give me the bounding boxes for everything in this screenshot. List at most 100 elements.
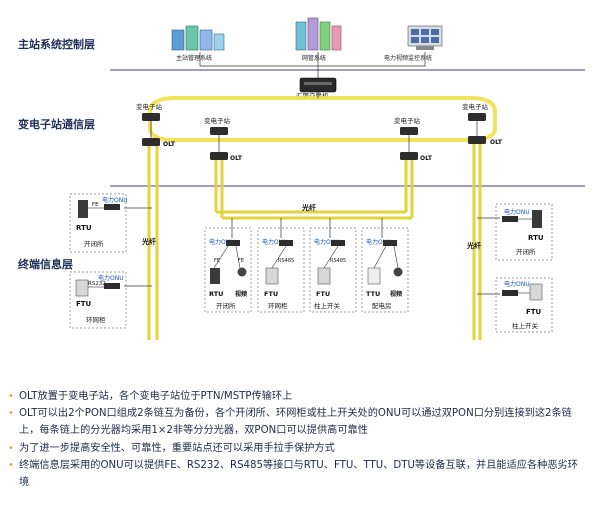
- place-label: 开闭所: [84, 239, 104, 248]
- master-links: [199, 52, 426, 80]
- switch-label: 汇聚交换机: [296, 91, 329, 100]
- rtu-label: RTU: [76, 224, 92, 232]
- terminal-pole-switch-right: 电力ONU FTU 柱上开关: [495, 277, 553, 333]
- ftu-cabinet-icon: [529, 283, 543, 301]
- netmgmt-label: 网管系统: [302, 54, 326, 62]
- onu-icon: [331, 240, 345, 246]
- note-text: OLT放置于变电子站，各个变电子站位于PTN/MSTP传输环上: [19, 391, 293, 402]
- olt-label: OLT: [420, 155, 433, 162]
- fe-label: FE: [214, 258, 220, 264]
- onu-label: 电力ONU: [504, 280, 530, 288]
- onu-icon: [104, 204, 120, 210]
- onu-icon: [226, 240, 240, 246]
- router-icon: [142, 113, 160, 121]
- onu-label: 电力ONU: [102, 196, 128, 204]
- substation-label: 变电子站: [204, 116, 231, 125]
- bullet-icon: •: [8, 459, 14, 471]
- main-mgmt-label: 主站管理系统: [176, 54, 212, 62]
- ftu-cabinet-icon: [265, 267, 279, 285]
- camera-label: 视频: [390, 290, 402, 298]
- place-label: 柱上开关: [512, 321, 539, 330]
- bullet-icon: •: [8, 391, 14, 402]
- fe-label: FE: [92, 202, 99, 208]
- main-mgmt-system: 主站管理系统: [171, 25, 225, 62]
- rs485-label: RS485: [278, 258, 294, 264]
- layer-label-substation: 变电子站通信层: [18, 117, 95, 131]
- layer-label-master: 主站系统控制层: [18, 37, 95, 51]
- onu-icon: [104, 283, 120, 289]
- ftu-label: FTU: [264, 290, 278, 298]
- substation-label: 变电子站: [394, 116, 421, 125]
- ftu-cabinet-icon: [317, 267, 331, 285]
- router-icon: [210, 127, 228, 135]
- onu-label: 电力ONU: [209, 238, 235, 246]
- note-text: 为了进一步提高安全性、可靠性，重要站点还可以采用手拉手保护方式: [19, 442, 335, 454]
- terminal-ring-cabinet-left: 电力ONU RS232 FTU 环网柜: [69, 271, 127, 329]
- rtu-cabinet-icon: [532, 210, 542, 228]
- note-text: OLT可以出2个PON口组成2条链互为备份，各个开闭所、环网柜或柱上开关处的ON…: [19, 408, 572, 437]
- fiber-label-top: 光纤: [301, 203, 316, 212]
- server-cluster-icon: [295, 17, 342, 51]
- ttu-label: TTU: [366, 290, 380, 298]
- onu-label: 电力ONU: [366, 238, 392, 246]
- onu-icon: [383, 240, 397, 246]
- onu-label: 电力ONU: [98, 274, 124, 282]
- video-system-label: 电力视频监控系统: [384, 54, 432, 62]
- place-label: 环网柜: [86, 315, 106, 324]
- notes-list: • OLT放置于变电子站，各个变电子站位于PTN/MSTP传输环上 • OLT可以出…: [8, 388, 588, 491]
- terminal-distribution-room-mid: 电力ONU TTU 视频 配电房: [361, 227, 409, 313]
- onu-icon: [502, 290, 518, 296]
- substation-4: 变电子站 OLT: [462, 102, 503, 146]
- ftu-label: FTU: [316, 290, 330, 298]
- bullet-icon: •: [8, 442, 14, 454]
- substation-3: 变电子站 OLT: [394, 116, 433, 162]
- rs485-label: RS485: [330, 258, 346, 264]
- substation-label: 变电子站: [462, 102, 489, 111]
- place-label: 环网柜: [268, 301, 288, 310]
- monitor-wall-icon: [407, 25, 443, 50]
- camera-icon: [393, 267, 403, 277]
- place-label: 柱上开关: [314, 301, 341, 310]
- olt-label: OLT: [230, 155, 243, 162]
- terminal-switching-station-right: 电力ONU RTU 开闭所: [495, 203, 553, 261]
- onu-label: 电力ONU: [262, 238, 288, 246]
- substation-2: 变电子站 OLT: [204, 116, 243, 162]
- fiber-label-left: 光纤: [141, 237, 156, 246]
- rtu-label: RTU: [209, 290, 223, 298]
- olt-icon: [142, 138, 160, 146]
- rtu-label: RTU: [528, 234, 544, 242]
- onu-icon: [279, 240, 293, 246]
- olt-icon: [400, 152, 418, 160]
- note-item: • OLT放置于变电子站，各个变电子站位于PTN/MSTP传输环上: [8, 388, 588, 405]
- router-icon: [400, 127, 418, 135]
- place-label: 开闭所: [516, 247, 536, 256]
- layer-label-terminal: 终端信息层: [18, 257, 73, 271]
- fiber-drops: [147, 144, 482, 340]
- video-system: 电力视频监控系统: [384, 25, 443, 62]
- note-text: 终端信息层采用的ONU可以提供FE、RS232、RS485等接口与RTU、FTU…: [19, 459, 578, 489]
- fe-label: FE: [238, 258, 244, 264]
- place-label: 配电房: [372, 301, 392, 310]
- terminal-ring-cabinet-mid: 电力ONU RS485 FTU 环网柜: [257, 227, 305, 313]
- place-label: 开闭所: [216, 301, 236, 310]
- onu-label: 电力ONU: [504, 208, 530, 216]
- fiber-label-right: 光纤: [466, 241, 481, 250]
- terminal-pole-switch-mid: 电力ONU RS485 FTU 柱上开关: [309, 227, 357, 313]
- substation-1: 变电子站 OLT: [136, 102, 176, 148]
- terminal-switching-station-left: 电力ONU FE RTU 开闭所: [69, 193, 128, 253]
- note-item: • 终端信息层采用的ONU可以提供FE、RS232、RS485等接口与RTU、FT…: [8, 457, 588, 491]
- terminal-switching-station-mid: 电力ONU FE FE RTU 视频 开闭所: [204, 227, 252, 313]
- olt-icon: [210, 152, 228, 160]
- router-icon: [468, 113, 486, 121]
- onu-icon: [502, 216, 518, 222]
- ftu-cabinet-icon: [75, 279, 89, 297]
- olt-label: OLT: [163, 141, 176, 148]
- bullet-icon: •: [8, 408, 14, 420]
- olt-icon: [468, 136, 486, 144]
- note-item: • OLT可以出2个PON口组成2条链互为备份，各个开闭所、环网柜或柱上开关处的O…: [8, 405, 588, 439]
- rtu-cabinet-icon: [78, 200, 88, 218]
- server-rack-icon: [171, 25, 225, 51]
- olt-label: OLT: [490, 139, 503, 146]
- ttu-cabinet-icon: [367, 267, 381, 285]
- camera-label: 视频: [235, 290, 247, 298]
